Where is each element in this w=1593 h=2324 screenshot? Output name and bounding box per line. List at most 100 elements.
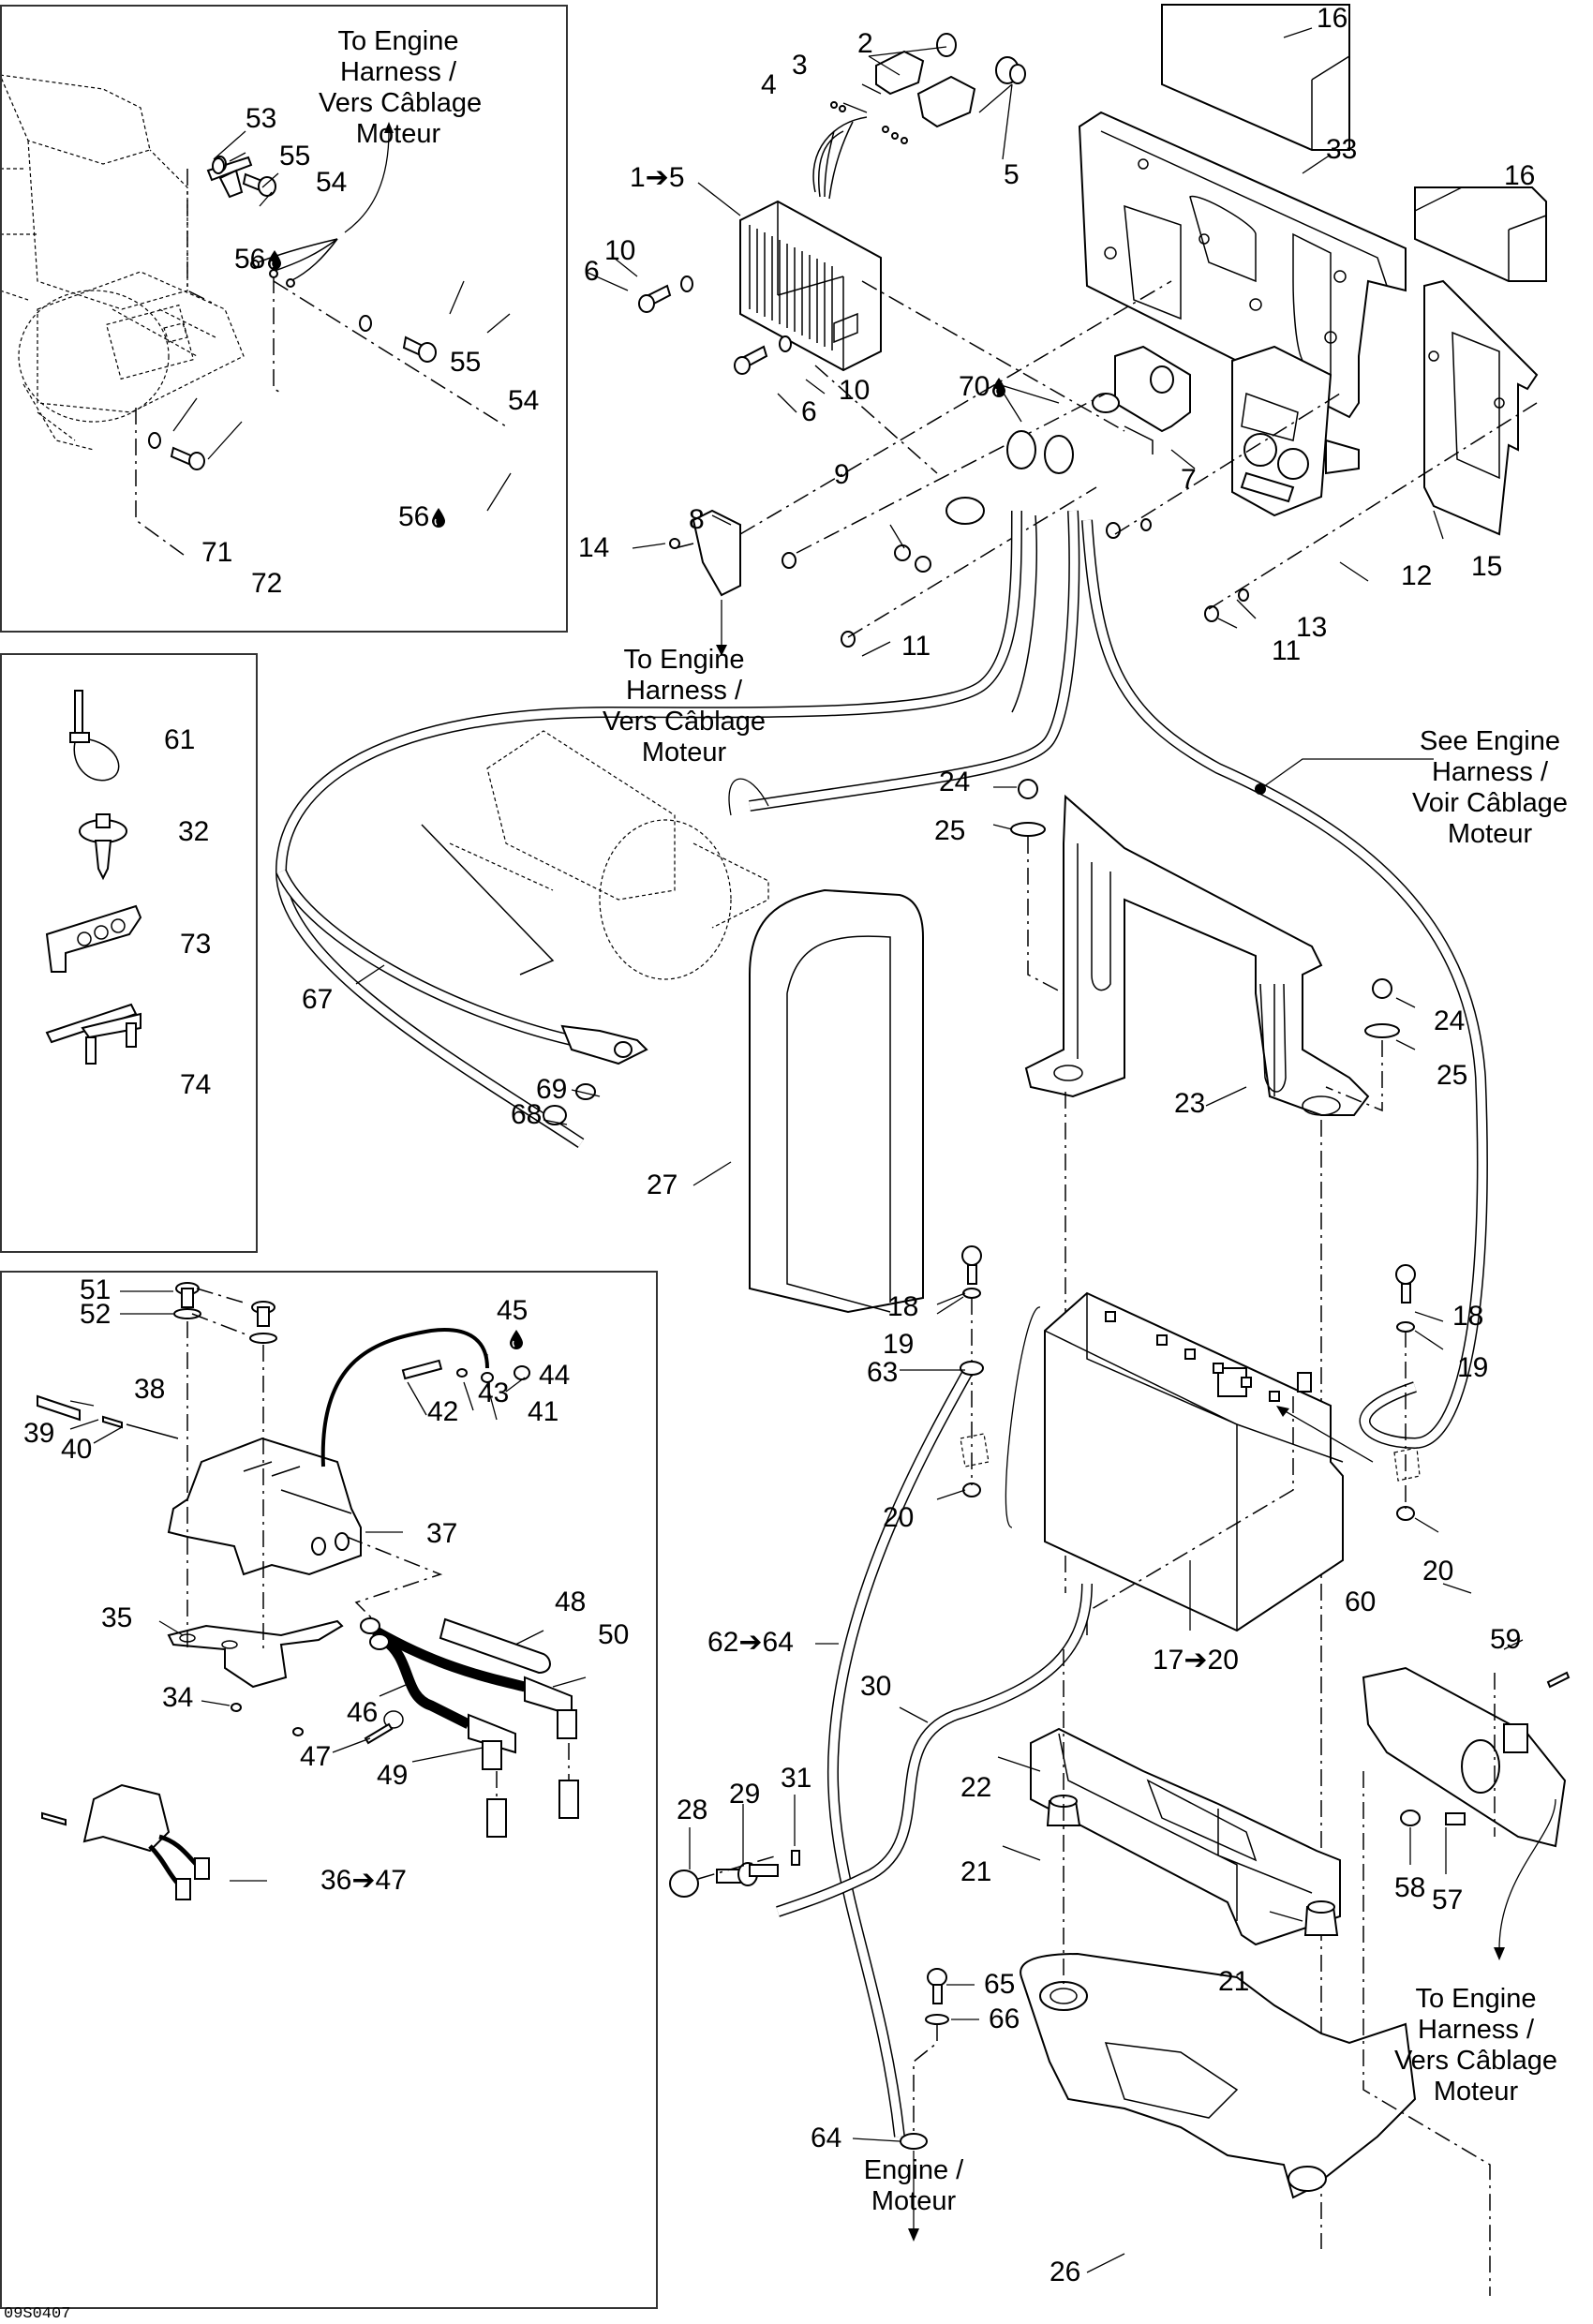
- callout-8: 8: [689, 504, 705, 535]
- callout-35: 35: [101, 1602, 133, 1633]
- coil-assembly-36-47: [41, 1783, 210, 1900]
- liquid-drop-icon: [509, 1330, 523, 1349]
- bolt-54-upper: [212, 157, 276, 197]
- hold-down-bracket-23: [1024, 794, 1370, 1116]
- nuts-washers-24-25: [1010, 779, 1400, 1038]
- battery-17: [1005, 1291, 1374, 1635]
- bolt-72: [148, 432, 205, 470]
- callout-27: 27: [647, 1169, 678, 1200]
- callout-15: 15: [1471, 551, 1503, 582]
- arrow-line-center-harness: [728, 778, 769, 816]
- callout-37: 37: [426, 1518, 458, 1549]
- callout-45: 45: [497, 1297, 528, 1353]
- callout-57: 57: [1432, 1885, 1464, 1915]
- battery-box-27: [749, 888, 924, 1314]
- callout-20-left: 20: [883, 1502, 915, 1533]
- starter-solenoid-7: [1092, 345, 1191, 454]
- callout-44: 44: [539, 1360, 571, 1391]
- connector-38-39-40: [37, 1394, 179, 1439]
- callout-65: 65: [984, 1969, 1016, 2000]
- callout-5: 5: [1004, 159, 1020, 190]
- connector-housings: [875, 33, 1026, 128]
- callout-7: 7: [1181, 464, 1197, 495]
- callout-6-lower: 6: [801, 396, 817, 427]
- callout-18-right: 18: [1452, 1301, 1484, 1332]
- callout-56-upper: 56: [234, 246, 282, 274]
- callout-6-upper: 6: [584, 256, 600, 287]
- callout-25-right: 25: [1437, 1060, 1468, 1091]
- callout-13: 13: [1296, 612, 1328, 643]
- callout-54-upper: 54: [316, 167, 348, 198]
- callout-33: 33: [1326, 134, 1358, 165]
- support-plate-26: [1020, 1952, 1417, 2199]
- note-to-engine-harness-center: To Engine Harness / Vers Câblage Moteur: [602, 645, 767, 767]
- callout-53: 53: [246, 103, 277, 134]
- tie-wrap-47: [364, 1710, 404, 1745]
- callout-10-lower: 10: [839, 375, 871, 406]
- heat-shield-15: [1423, 279, 1539, 536]
- assembly-centerlines-top: [674, 280, 1538, 638]
- fasteners-artwork: [45, 690, 142, 1065]
- callout-64: 64: [811, 2123, 842, 2153]
- engine-bracket-centerline: [186, 169, 216, 305]
- callout-19-left: 19: [883, 1329, 915, 1360]
- ground-cable-62-64: [826, 1361, 984, 2242]
- fasteners-panel: [0, 653, 258, 1253]
- callout-22: 22: [960, 1772, 992, 1803]
- cover-8: [669, 509, 741, 597]
- battery-cable-67: [275, 869, 648, 1125]
- callout-34: 34: [162, 1682, 194, 1713]
- callout-67: 67: [302, 984, 334, 1015]
- callout-14: 14: [578, 532, 610, 563]
- note-to-engine-harness-bottom-right: To Engine Harness / Vers Câblage Moteur: [1393, 1984, 1558, 2107]
- callout-49: 49: [377, 1760, 409, 1791]
- vent-tube-30: [776, 1583, 1093, 1917]
- callout-18-left: 18: [887, 1291, 919, 1322]
- callout-25-left: 25: [934, 815, 966, 846]
- note-see-engine-harness: See Engine Harness / Voir Câblage Moteur: [1411, 726, 1569, 849]
- callout-28: 28: [677, 1795, 708, 1825]
- spark-plugs: [486, 1743, 579, 1838]
- callout-39: 39: [23, 1418, 55, 1449]
- callout-31: 31: [781, 1763, 812, 1794]
- callout-55-lower: 55: [450, 347, 482, 378]
- engine-bolt-centerline: [135, 408, 188, 559]
- note-engine-ground: Engine / Moteur: [863, 2155, 964, 2216]
- cable-tie-61: [69, 690, 120, 782]
- callout-24-right: 24: [1434, 1006, 1466, 1036]
- engine-block-drawing: [0, 74, 245, 451]
- callout-43: 43: [478, 1378, 510, 1408]
- callout-20-right: 20: [1422, 1556, 1454, 1587]
- callout-71: 71: [201, 537, 233, 568]
- battery-cables-main: [275, 430, 1488, 1450]
- callout-59: 59: [1490, 1624, 1522, 1655]
- callout-73: 73: [180, 929, 212, 960]
- callout-70: 70: [959, 373, 1006, 401]
- callout-56-lower: 56: [398, 503, 446, 531]
- starter-motor-drawing: [421, 730, 769, 980]
- callout-3: 3: [792, 50, 808, 81]
- callout-61: 61: [164, 724, 196, 755]
- leader-lines-engine-panel: [172, 130, 512, 512]
- screw-32: [79, 813, 127, 881]
- callout-11-right: 11: [1272, 635, 1302, 666]
- battery-tray-22: [1030, 1727, 1341, 1946]
- callout-17-20: 17➔20: [1153, 1645, 1239, 1676]
- callout-23: 23: [1174, 1088, 1206, 1119]
- mounting-plate-33: [1078, 111, 1407, 419]
- callout-26: 26: [1050, 2257, 1081, 2287]
- callout-30: 30: [860, 1671, 892, 1702]
- nuts-9: [894, 544, 931, 573]
- fuse-box-12: [1231, 345, 1360, 517]
- callout-51: 51: [80, 1274, 112, 1305]
- callout-66: 66: [989, 2004, 1020, 2034]
- callout-16-right: 16: [1504, 160, 1536, 191]
- callout-68: 68: [511, 1099, 543, 1130]
- note-to-engine-harness-top-left: To Engine Harness / Vers Câblage Moteur: [319, 26, 483, 149]
- callout-11-left: 11: [901, 631, 931, 662]
- ignition-pins-51-52: [173, 1282, 277, 1649]
- callout-10-upper: 10: [604, 235, 636, 266]
- callout-1-5: 1➔5: [630, 162, 685, 193]
- bolts-6-10: [638, 276, 792, 375]
